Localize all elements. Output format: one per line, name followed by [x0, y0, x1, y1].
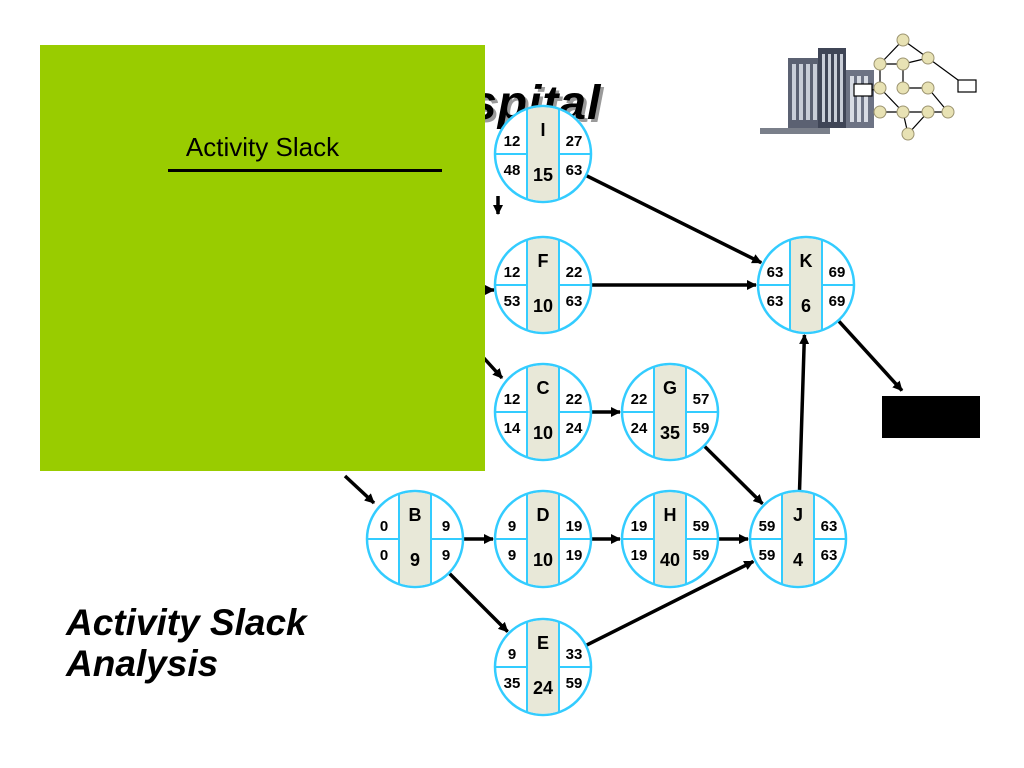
node-duration: 4 — [793, 550, 803, 570]
caption-line-1: Activity Slack — [66, 602, 307, 643]
node-early-finish: 9 — [442, 518, 450, 535]
node-late-start: 24 — [631, 420, 648, 437]
node-label: D — [537, 505, 550, 525]
node-late-start: 63 — [767, 293, 784, 310]
node-early-start: 12 — [504, 133, 521, 150]
activity-node-C: C 10 12 14 22 24 — [493, 362, 593, 462]
node-early-start: 12 — [504, 264, 521, 281]
edge-I-K — [585, 173, 763, 265]
node-late-finish: 19 — [566, 547, 583, 564]
node-late-start: 14 — [504, 420, 521, 437]
activity-node-K: K 6 63 63 69 69 — [756, 235, 856, 335]
node-early-finish: 22 — [566, 391, 583, 408]
hospital-network-logo — [760, 33, 977, 141]
side-caption: Activity Slack Analysis — [66, 602, 366, 684]
node-late-finish: 59 — [566, 675, 583, 692]
node-late-start: 19 — [631, 547, 648, 564]
edge-G-J — [702, 444, 764, 506]
node-early-start: 9 — [508, 646, 516, 663]
node-early-start: 9 — [508, 518, 516, 535]
node-early-finish: 22 — [566, 264, 583, 281]
edges-layer — [343, 173, 904, 648]
panel-heading-underline — [168, 169, 442, 172]
node-late-start: 59 — [759, 547, 776, 564]
node-duration: 35 — [660, 423, 680, 443]
node-duration: 10 — [533, 550, 553, 570]
node-duration: 6 — [801, 296, 811, 316]
node-label: J — [793, 505, 803, 525]
activity-node-G: G 35 22 24 57 59 — [620, 362, 720, 462]
node-early-start: 22 — [631, 391, 648, 408]
node-early-start: 12 — [504, 391, 521, 408]
end-node — [882, 396, 980, 438]
activity-node-F: F 10 12 53 22 63 — [493, 235, 593, 335]
node-label: H — [664, 505, 677, 525]
node-early-finish: 33 — [566, 646, 583, 663]
node-late-finish: 24 — [566, 420, 583, 437]
edge-K-END — [836, 319, 904, 392]
node-label: F — [538, 251, 549, 271]
node-early-start: 59 — [759, 518, 776, 535]
activity-node-J: J 4 59 59 63 63 — [748, 489, 848, 589]
nodes-layer: I1512482763F1012532263C1012142224G352224… — [365, 104, 856, 717]
node-early-start: 0 — [380, 518, 388, 535]
node-late-start: 48 — [504, 162, 521, 179]
node-late-finish: 9 — [442, 547, 450, 564]
activity-node-H: H 40 19 19 59 59 — [620, 489, 720, 589]
edge-B-E — [447, 571, 509, 633]
node-label: E — [537, 633, 549, 653]
node-late-finish: 63 — [821, 547, 838, 564]
node-duration: 15 — [533, 165, 553, 185]
activity-node-B: B 9 0 0 9 9 — [365, 489, 465, 589]
node-duration: 10 — [533, 423, 553, 443]
node-label: K — [800, 251, 813, 271]
panel-heading: Activity Slack — [185, 132, 340, 162]
node-early-start: 63 — [767, 264, 784, 281]
edge-J-K — [797, 333, 810, 492]
node-late-finish: 59 — [693, 547, 710, 564]
node-late-start: 0 — [380, 547, 388, 564]
activity-node-I: I 15 12 48 27 63 — [493, 104, 593, 204]
node-late-finish: 63 — [566, 293, 583, 310]
node-late-start: 35 — [504, 675, 521, 692]
node-late-start: 9 — [508, 547, 516, 564]
node-early-start: 19 — [631, 518, 648, 535]
node-early-finish: 69 — [829, 264, 846, 281]
activity-node-D: D 10 9 9 19 19 — [493, 489, 593, 589]
node-late-start: 53 — [504, 293, 521, 310]
node-late-finish: 63 — [566, 162, 583, 179]
node-duration: 40 — [660, 550, 680, 570]
hospital-building-icon — [760, 48, 874, 134]
node-duration: 24 — [533, 678, 553, 698]
activity-node-E: E 24 9 35 33 59 — [493, 617, 593, 717]
node-label: B — [409, 505, 422, 525]
node-early-finish: 59 — [693, 518, 710, 535]
node-label: C — [537, 378, 550, 398]
green-overlay-panel: Activity Slack — [40, 45, 485, 471]
node-duration: 10 — [533, 296, 553, 316]
edge-to-C — [480, 354, 504, 380]
node-early-finish: 19 — [566, 518, 583, 535]
caption-line-2: Analysis — [66, 643, 219, 684]
node-label: I — [540, 120, 545, 140]
node-late-finish: 59 — [693, 420, 710, 437]
node-early-finish: 63 — [821, 518, 838, 535]
edge-to-B — [343, 474, 376, 505]
node-late-finish: 69 — [829, 293, 846, 310]
edge-E-J — [585, 559, 755, 648]
node-duration: 9 — [410, 550, 420, 570]
node-early-finish: 57 — [693, 391, 710, 408]
node-label: G — [663, 378, 677, 398]
node-early-finish: 27 — [566, 133, 583, 150]
